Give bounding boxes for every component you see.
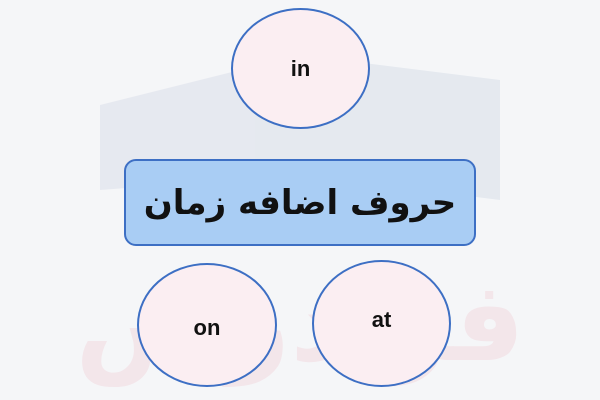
node-in: in — [231, 8, 370, 129]
node-on: on — [137, 263, 277, 387]
node-on-label: on — [193, 315, 221, 340]
node-in-label: in — [290, 55, 311, 81]
center-title-box: حروف اضافه زمان — [124, 159, 476, 246]
center-title: حروف اضافه زمان — [143, 182, 457, 223]
node-at-label: at — [371, 306, 392, 332]
node-at: at — [312, 260, 451, 387]
